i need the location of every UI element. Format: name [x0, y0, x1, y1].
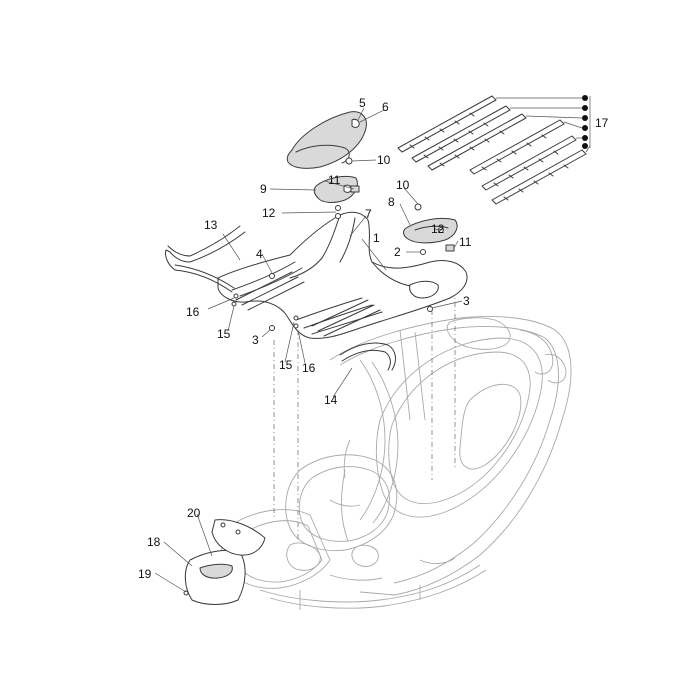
callout-17: 17 [595, 116, 609, 130]
callout-20: 20 [187, 506, 201, 520]
part-left-rail [165, 225, 246, 293]
callout-2: 2 [394, 245, 401, 259]
part-floorboard [217, 211, 468, 339]
part-rubber-strips [397, 95, 591, 205]
callout-11-right: 11 [459, 235, 472, 249]
alignment-lines [273, 290, 456, 540]
part-front-cover [286, 111, 367, 169]
callout-15-left: 15 [217, 327, 231, 341]
callout-8: 8 [388, 195, 395, 209]
part-mount-bracket [313, 175, 358, 203]
callout-7: 7 [365, 207, 372, 221]
callout-13: 13 [204, 218, 218, 232]
callout-5: 5 [359, 96, 366, 110]
callout-4: 4 [256, 247, 263, 261]
callout-6: 6 [382, 100, 389, 114]
callout-10-right: 10 [396, 178, 410, 192]
callout-10-upper: 10 [377, 153, 391, 167]
callout-12-left: 12 [262, 206, 276, 220]
callout-14: 14 [324, 393, 338, 407]
callout-11-upper: 11 [328, 173, 341, 187]
callout-12-right: 12 [431, 222, 445, 236]
callout-19: 19 [138, 567, 152, 581]
callout-16-left: 16 [186, 305, 200, 319]
callout-1: 1 [373, 231, 380, 245]
callout-labels: 5 6 17 10 9 11 10 12 13 7 8 1 12 4 2 11 … [138, 96, 609, 581]
callout-16-center: 16 [302, 361, 316, 375]
callout-3-left: 3 [252, 333, 259, 347]
hardware-fasteners [183, 157, 455, 596]
callout-18: 18 [147, 535, 161, 549]
callout-3-right: 3 [463, 294, 470, 308]
part-right-rail [339, 342, 396, 371]
scooter-body [221, 316, 572, 610]
callout-9: 9 [260, 182, 267, 196]
part-lower-panel [184, 519, 266, 605]
part-rear-bracket [403, 217, 458, 244]
leader-lines [154, 107, 463, 593]
callout-15-center: 15 [279, 358, 293, 372]
